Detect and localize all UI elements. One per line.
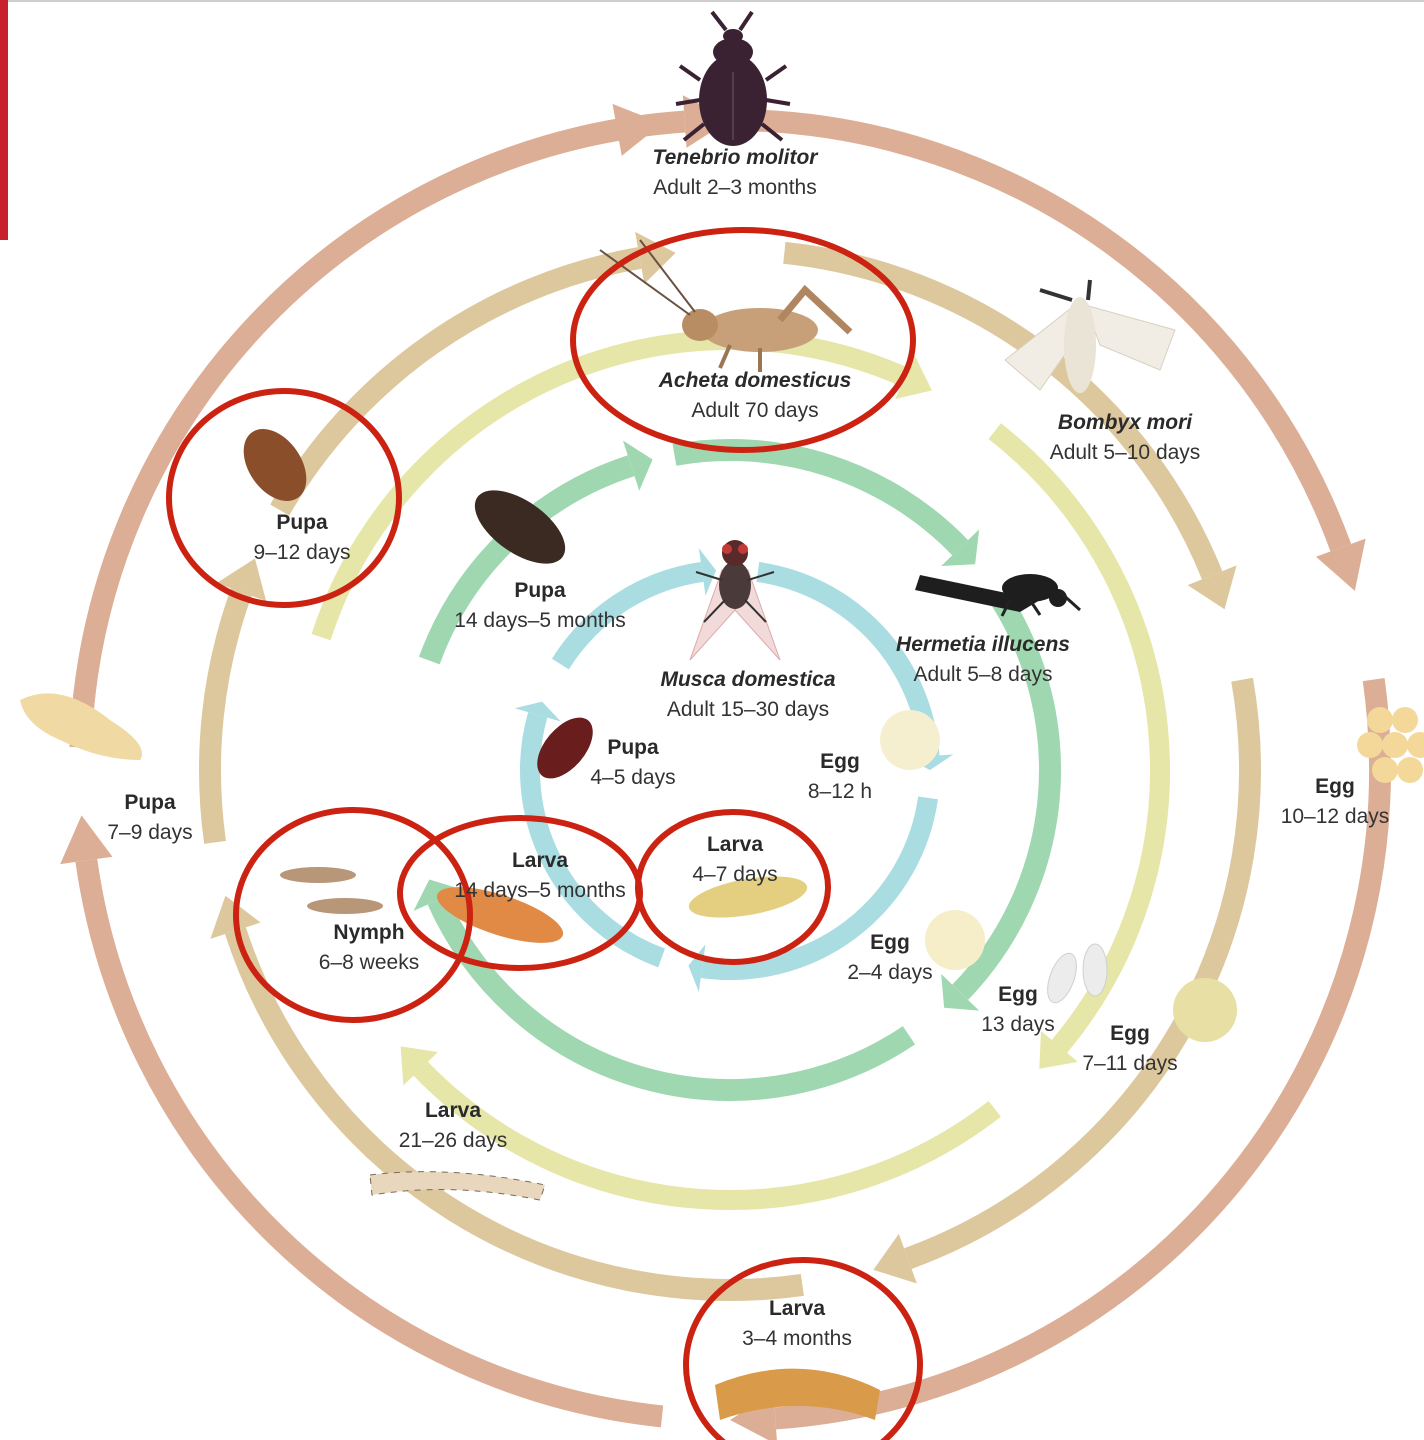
- stage-duration: 10–12 days: [1281, 802, 1390, 832]
- stage-name: Egg: [1082, 1019, 1177, 1049]
- stage-duration: 8–12 h: [808, 777, 872, 807]
- stage-duration: 21–26 days: [399, 1126, 508, 1156]
- label-musca-adult: Musca domestica Adult 15–30 days: [660, 665, 835, 725]
- stage-duration: 7–11 days: [1082, 1049, 1177, 1079]
- stage-name: Pupa: [107, 788, 192, 818]
- adult-duration: Adult 70 days: [659, 396, 852, 426]
- adult-duration: Adult 15–30 days: [660, 695, 835, 725]
- stage-duration: 2–4 days: [847, 958, 932, 988]
- species-name: Musca domestica: [660, 665, 835, 695]
- label-bombyx-larva: Larva 21–26 days: [399, 1096, 508, 1156]
- stage-duration: 3–4 months: [742, 1324, 852, 1354]
- silkworm-larva-icon: [370, 1172, 545, 1200]
- hermetia-ring-arrow-2: [674, 450, 960, 548]
- stage-name: Egg: [1281, 772, 1390, 802]
- label-tenebrio-pupa: Pupa 7–9 days: [107, 788, 192, 848]
- label-acheta-nymph: Nymph 6–8 weeks: [319, 918, 419, 978]
- label-hermetia-egg: Egg 2–4 days: [847, 928, 932, 988]
- label-tenebrio-adult: Tenebrio molitor Adult 2–3 months: [653, 143, 818, 203]
- label-hermetia-larva: Larva 14 days–5 months: [454, 846, 626, 906]
- label-tenebrio-larva: Larva 3–4 months: [742, 1294, 852, 1354]
- stage-duration: 4–7 days: [692, 860, 777, 890]
- stage-duration: 14 days–5 months: [454, 606, 626, 636]
- label-bombyx-egg: Egg 7–11 days: [1082, 1019, 1177, 1079]
- stage-name: Pupa: [454, 576, 626, 606]
- label-bombyx-pupa: Pupa 9–12 days: [254, 508, 351, 568]
- tenebrio-pupa-icon: [20, 693, 142, 760]
- acheta-ring-arrow-2: [995, 431, 1160, 1046]
- stage-duration: 14 days–5 months: [454, 876, 626, 906]
- label-musca-egg: Egg 8–12 h: [808, 747, 872, 807]
- stage-duration: 4–5 days: [590, 763, 675, 793]
- bombyx-egg-icon: [1173, 978, 1237, 1042]
- species-name: Bombyx mori: [1050, 408, 1201, 438]
- hermetia-egg-icon: [925, 910, 985, 970]
- label-musca-pupa: Pupa 4–5 days: [590, 733, 675, 793]
- label-bombyx-adult: Bombyx mori Adult 5–10 days: [1050, 408, 1201, 468]
- adult-duration: Adult 5–8 days: [896, 660, 1070, 690]
- stage-name: Pupa: [254, 508, 351, 538]
- bombyx-ring-arrow-4: [235, 931, 802, 1290]
- stage-name: Egg: [981, 980, 1055, 1010]
- label-acheta-adult: Acheta domesticus Adult 70 days: [659, 366, 852, 426]
- stage-name: Larva: [742, 1294, 852, 1324]
- stage-duration: 9–12 days: [254, 538, 351, 568]
- label-tenebrio-egg: Egg 10–12 days: [1281, 772, 1390, 832]
- musca-egg-icon: [880, 710, 940, 770]
- stage-name: Egg: [808, 747, 872, 777]
- species-name: Hermetia illucens: [896, 630, 1070, 660]
- species-name: Acheta domesticus: [659, 366, 852, 396]
- bombyx-ring-arrow-5: [210, 592, 241, 842]
- stage-duration: 7–9 days: [107, 818, 192, 848]
- label-hermetia-adult: Hermetia illucens Adult 5–8 days: [896, 630, 1070, 690]
- label-acheta-egg: Egg 13 days: [981, 980, 1055, 1040]
- label-musca-larva: Larva 4–7 days: [692, 830, 777, 890]
- stage-name: Pupa: [590, 733, 675, 763]
- stage-name: Larva: [692, 830, 777, 860]
- tenebrio-ring-arrowhead-4: [60, 815, 112, 864]
- stage-name: Nymph: [319, 918, 419, 948]
- label-hermetia-pupa: Pupa 14 days–5 months: [454, 576, 626, 636]
- stage-name: Larva: [454, 846, 626, 876]
- stage-duration: 13 days: [981, 1010, 1055, 1040]
- tenebrio-ring-arrow-5: [80, 122, 684, 748]
- lifecycle-rings: [60, 95, 1380, 1440]
- adult-duration: Adult 2–3 months: [653, 173, 818, 203]
- stage-duration: 6–8 weeks: [319, 948, 419, 978]
- adult-duration: Adult 5–10 days: [1050, 438, 1201, 468]
- stage-name: Larva: [399, 1096, 508, 1126]
- acheta-nymph-icon: [280, 867, 383, 914]
- stage-name: Egg: [847, 928, 932, 958]
- species-name: Tenebrio molitor: [653, 143, 818, 173]
